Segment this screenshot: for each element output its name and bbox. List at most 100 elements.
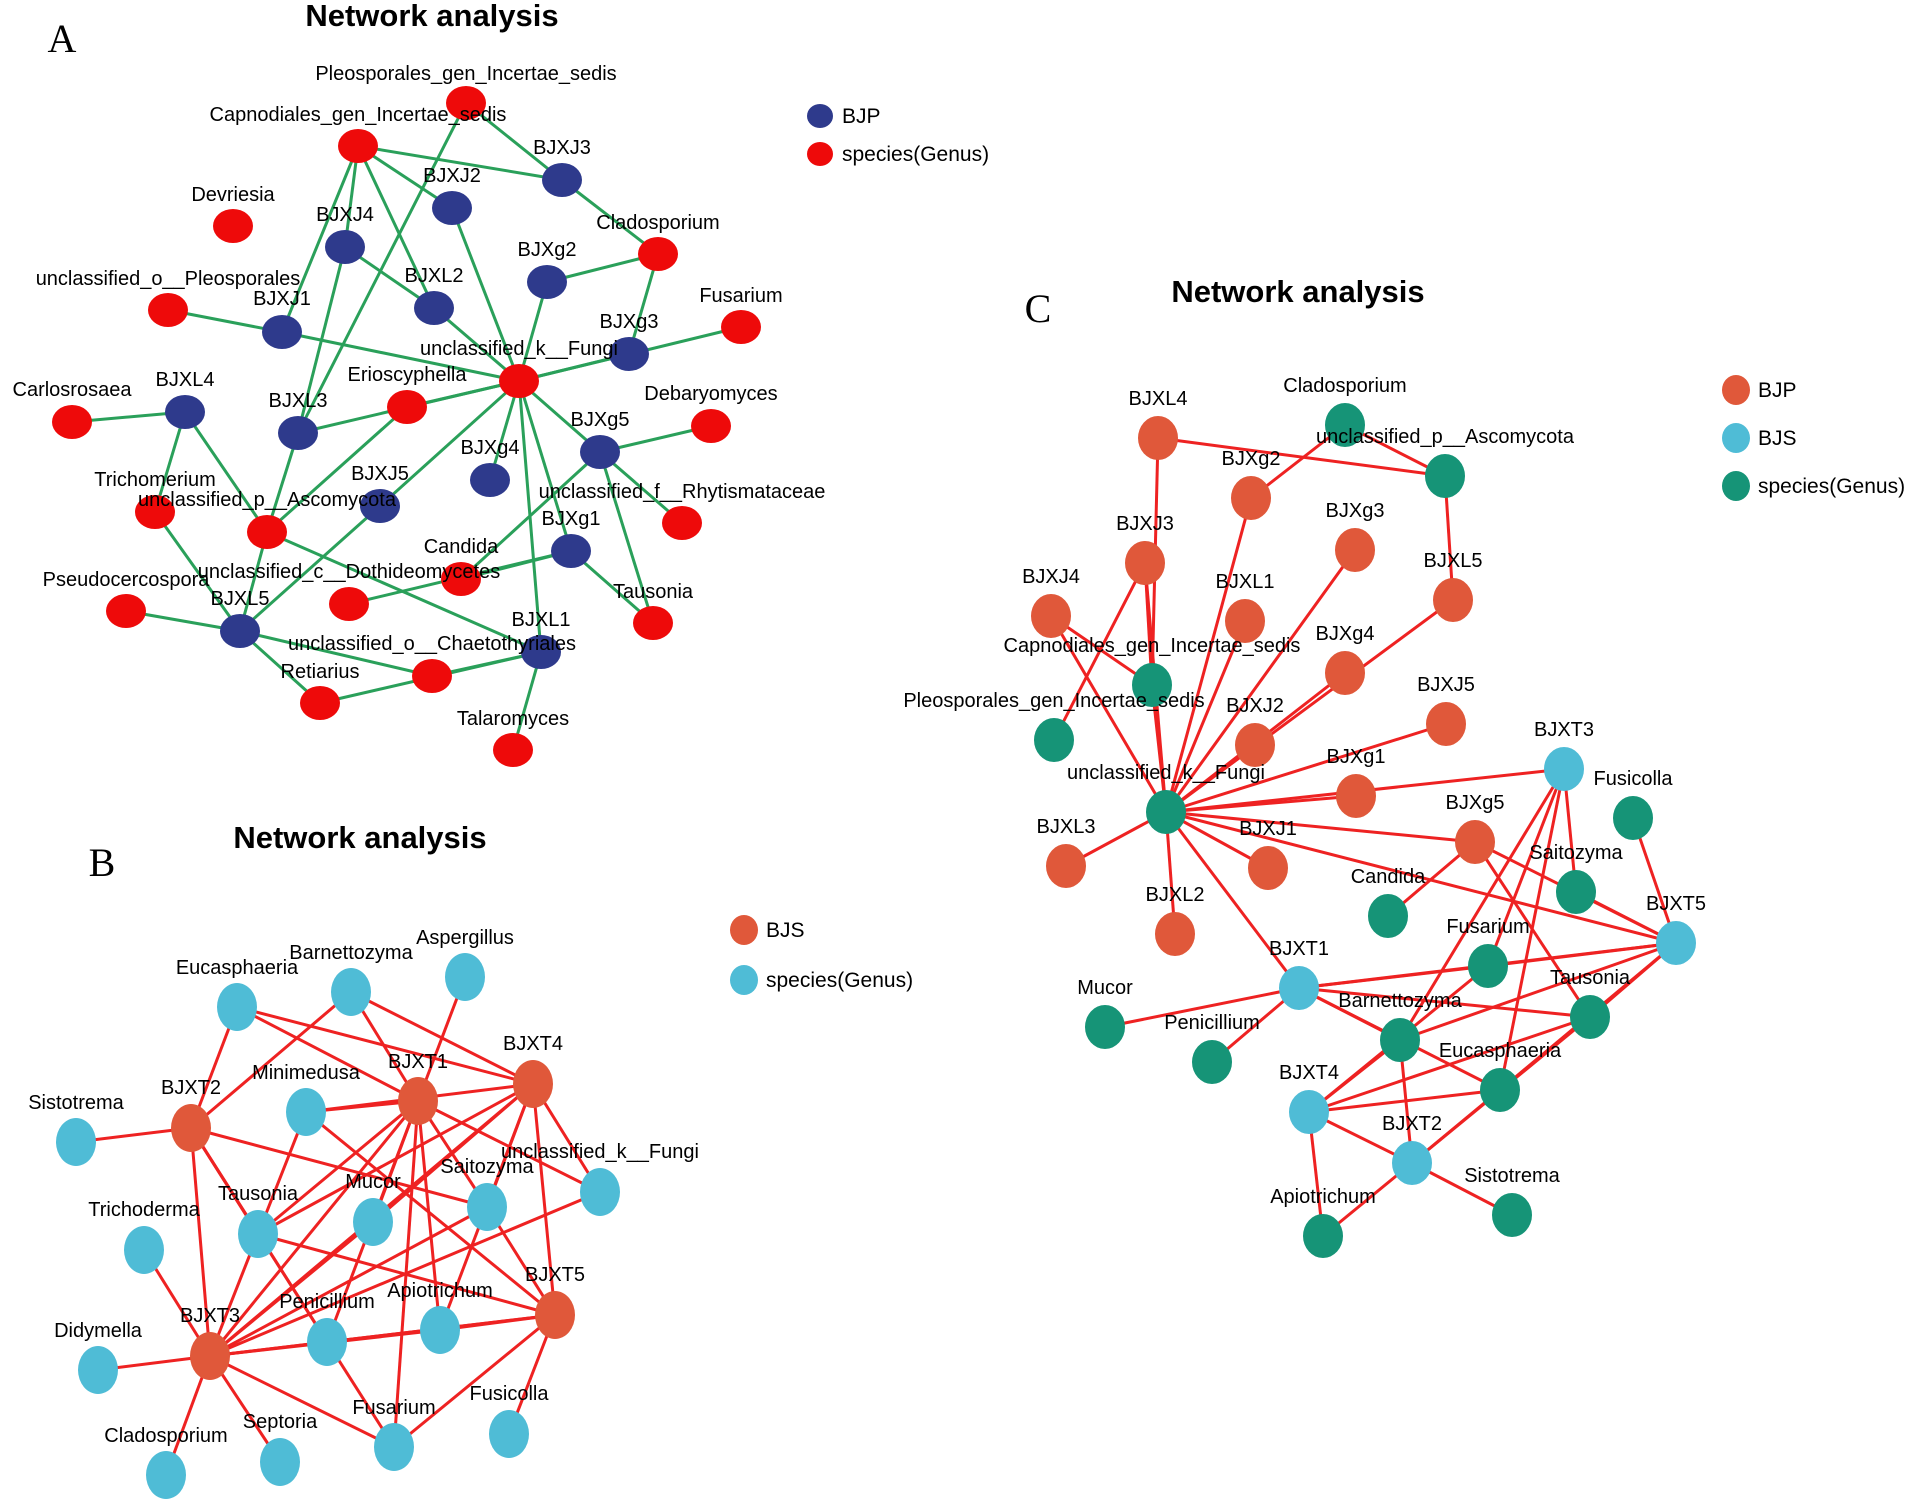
node-label-fusicolla: Fusicolla	[470, 1383, 550, 1405]
panel-title: Network analysis	[233, 820, 486, 855]
node-fusarium	[1468, 944, 1508, 988]
node-label-saitozyma: Saitozyma	[440, 1156, 534, 1178]
node-cladosporium	[146, 1451, 186, 1499]
node-bjxt3	[1544, 747, 1584, 791]
node-label-bjxj4: BJXJ4	[316, 204, 374, 226]
node-erioscyphella	[387, 390, 427, 424]
legend-label-bjp: BJP	[1758, 379, 1797, 402]
node-label-sistotrema: Sistotrema	[28, 1092, 124, 1114]
node-bjxg2	[1231, 476, 1271, 520]
edge-bjxt2-bjxt3	[189, 1127, 212, 1357]
node-label-bjxt2: BJXT2	[161, 1077, 221, 1099]
node-retiarius	[300, 686, 340, 720]
node-bjxl5	[1433, 578, 1473, 622]
node-label-eucasphaeria: Eucasphaeria	[176, 957, 299, 979]
node-layer	[52, 86, 761, 767]
panel-letter: B	[89, 840, 116, 885]
node-label-bjxt1: BJXT1	[1269, 938, 1329, 960]
node-label-septoria: Septoria	[243, 1411, 318, 1433]
node-label-barnettozyma: Barnettozyma	[1338, 990, 1462, 1012]
label-layer: BJXT1BJXT4BJXT2BJXT3BJXT5EucasphaeriaBar…	[28, 927, 699, 1447]
edge-capn-bjxj1	[280, 145, 360, 333]
legend-swatch-bjp	[807, 104, 833, 128]
node-bjxg4	[470, 463, 510, 497]
node-label-unclassified-c-dothideomycetes: unclassified_c__Dothideomycetes	[198, 561, 500, 583]
node-label-bjxg4: BJXg4	[1316, 623, 1375, 645]
node-label-unclassified-o-chaetothyriales: unclassified_o__Chaetothyriales	[288, 633, 576, 655]
node-devriesia	[213, 209, 253, 243]
node-label-bjxg1: BJXg1	[1327, 746, 1386, 768]
node-bjxg4	[1325, 651, 1365, 695]
edge-bjxt5-barn	[1399, 941, 1677, 1042]
node-label-trichomerium: Trichomerium	[94, 469, 216, 491]
edge-bjxt1-bjxt3	[208, 1100, 420, 1357]
edge-ukf-bjxl2	[433, 306, 520, 383]
node-label-bjxg5: BJXg5	[1446, 792, 1505, 814]
node-barnettozyma	[1380, 1018, 1420, 1062]
edge-bjxj5-bjxl5	[239, 504, 381, 633]
node-bjxt2	[171, 1104, 211, 1152]
node-bjxj5	[360, 489, 400, 523]
panel-title: Network analysis	[305, 0, 558, 33]
edge-bjxt3-muco	[209, 1220, 374, 1358]
node-label-fusicolla: Fusicolla	[1594, 768, 1674, 790]
node-label-unclassified-k-fungi: unclassified_k__Fungi	[501, 1141, 699, 1163]
edge-clad-bjxg3	[627, 253, 660, 355]
legend-label-species-genus: species(Genus)	[1758, 475, 1905, 498]
edge-tric-bjxl5	[153, 511, 242, 632]
node-label-eucasphaeria: Eucasphaeria	[1439, 1040, 1562, 1062]
node-cladosporium	[1325, 403, 1365, 447]
node-label-unclassified-k-fungi: unclassified_k__Fungi	[420, 338, 618, 360]
node-label-bjxj2: BJXJ2	[423, 165, 481, 187]
edge-ukf-bjxg4	[488, 380, 521, 481]
legend-label-bjs: BJS	[766, 919, 805, 942]
node-label-unclassified-f-rhytismataceae: unclassified_f__Rhytismataceae	[539, 481, 826, 503]
node-capnodiales-gen-incertae-sedis	[338, 129, 378, 163]
panel-letter: A	[48, 16, 77, 61]
node-label-bjxl2: BJXL2	[1146, 884, 1205, 906]
node-candida	[1368, 894, 1408, 938]
node-bjxt3	[190, 1332, 230, 1380]
node-talaromyces	[493, 733, 533, 767]
node-label-bjxl1: BJXL1	[1216, 571, 1275, 593]
legend-swatch-species-genus	[1722, 471, 1750, 501]
node-bjxj2	[1235, 723, 1275, 767]
legend-swatch-bjp	[1722, 375, 1750, 405]
edge-bjxt4-euca	[236, 1005, 534, 1086]
edge-bjxg5-taus	[1473, 841, 1592, 1018]
node-label-tausonia: Tausonia	[1550, 967, 1631, 989]
node-penicillium	[307, 1318, 347, 1366]
node-label-devriesia: Devriesia	[191, 184, 275, 206]
edge-bjxl5-uoc	[239, 629, 433, 678]
node-label-fusarium: Fusarium	[1446, 916, 1529, 938]
node-aspergillus	[445, 953, 485, 1001]
node-bjxj3	[542, 163, 582, 197]
node-unclassified-k-fungi	[1146, 790, 1186, 834]
node-bjxt5	[1656, 921, 1696, 965]
edge-bjxt1-muco	[1104, 986, 1300, 1029]
legend-label-species-genus: species(Genus)	[842, 143, 989, 166]
node-tausonia	[633, 606, 673, 640]
edge-bjxj3-pleo	[1052, 562, 1147, 741]
node-apiotrichum	[1303, 1214, 1343, 1258]
edge-bjxt5-mini	[305, 1110, 556, 1317]
node-candida	[441, 562, 481, 596]
edge-erio-upa	[266, 405, 408, 534]
node-tausonia	[238, 1210, 278, 1258]
node-bjxt4	[513, 1060, 553, 1108]
node-unclassified-p-ascomycota	[1425, 454, 1465, 498]
node-label-bjxt2: BJXT2	[1382, 1113, 1442, 1135]
node-bjxl4	[1138, 416, 1178, 460]
node-label-cladosporium: Cladosporium	[596, 212, 719, 234]
node-label-bjxt4: BJXT4	[503, 1033, 563, 1055]
node-label-apiotrichum: Apiotrichum	[1270, 1186, 1376, 1208]
edge-bjxj4-ukf	[1049, 615, 1168, 813]
edge-bjxt3-sait	[209, 1205, 488, 1358]
panel-title: Network analysis	[1171, 274, 1424, 309]
